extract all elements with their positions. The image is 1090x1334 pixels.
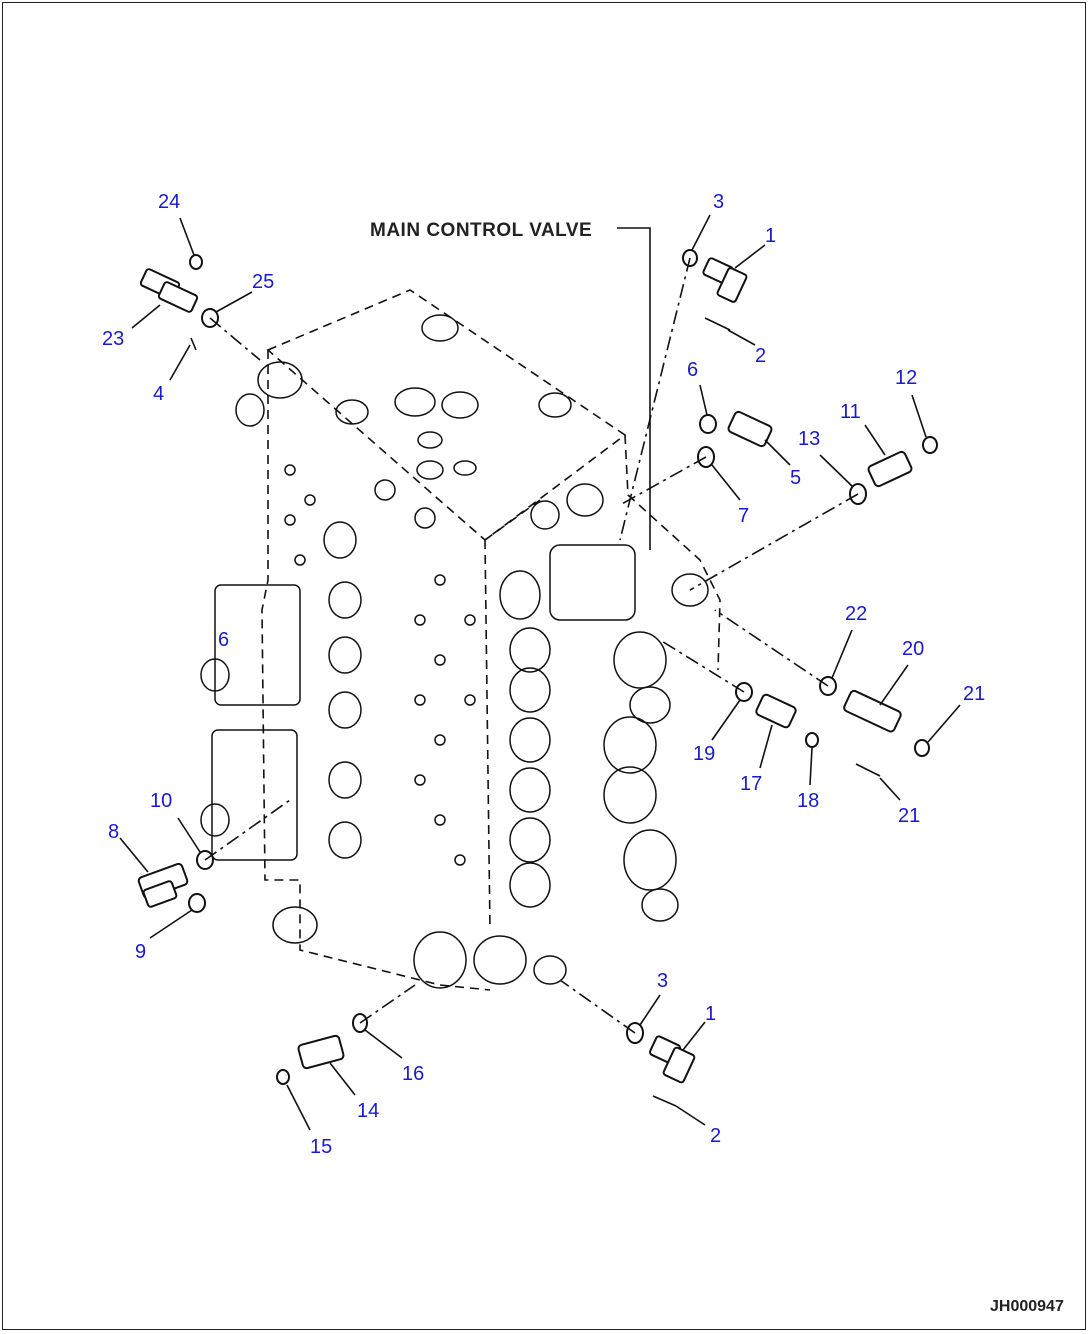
callout-13: 13: [798, 428, 820, 450]
callout-4: 4: [153, 383, 164, 405]
callout-9: 9: [135, 941, 146, 963]
part-5-elbow: [727, 410, 773, 448]
callout-8: 8: [108, 821, 119, 843]
part-8-tee-fitting: [137, 862, 189, 908]
part-23-tee-fitting: [139, 268, 199, 313]
callout-23: 23: [102, 328, 124, 350]
part-14-connector: [297, 1034, 345, 1070]
part-20-tee-fitting: [843, 689, 902, 733]
callout-2-top: 2: [755, 345, 766, 367]
part-6-oring: [699, 414, 717, 434]
callout-22: 22: [845, 603, 867, 625]
part-11-connector: [867, 450, 913, 488]
part-12-oring: [922, 436, 938, 454]
part-18-oring: [805, 732, 819, 748]
callout-7: 7: [738, 505, 749, 527]
diagram-title: MAIN CONTROL VALVE: [370, 220, 592, 241]
part-2-top-pin: [704, 317, 731, 331]
part-15-oring: [276, 1069, 290, 1085]
callout-14: 14: [357, 1100, 379, 1122]
callout-2-bottom: 2: [710, 1125, 721, 1147]
callout-1-top: 1: [765, 225, 776, 247]
assembly-lines: [204, 257, 859, 1034]
callout-17: 17: [740, 773, 762, 795]
callout-16: 16: [402, 1063, 424, 1085]
callout-19: 19: [693, 743, 715, 765]
callout-12: 12: [895, 367, 917, 389]
part-1-top-elbow: [702, 257, 748, 303]
title-leader-line: [617, 227, 651, 550]
callout-6: 6: [687, 359, 698, 381]
callout-11: 11: [840, 401, 861, 423]
callout-3-bottom: 3: [657, 970, 668, 992]
callout-leaders: [119, 214, 961, 1131]
part-1-bottom-elbow: [648, 1035, 696, 1084]
callout-21-oring: 21: [963, 683, 985, 705]
callout-labels: 3 1 2 24 25 23 4 6 5 7 12 11 13 6 22 20 …: [102, 191, 985, 1158]
callout-20: 20: [902, 638, 924, 660]
callout-3-top: 3: [713, 191, 724, 213]
part-4-pin: [190, 337, 197, 351]
reference-code: JH000947: [990, 1298, 1064, 1315]
callout-1-bottom: 1: [705, 1003, 716, 1025]
part-17-connector: [755, 693, 797, 729]
main-control-valve-body: [200, 289, 721, 991]
part-9-oring: [188, 893, 206, 913]
callout-24: 24: [158, 191, 180, 213]
part-2-bottom-pin: [652, 1095, 677, 1107]
callout-10: 10: [150, 790, 172, 812]
callout-6-body: 6: [218, 629, 229, 651]
part-24-oring: [189, 254, 203, 270]
callout-25: 25: [252, 271, 274, 293]
callout-21-pin: 21: [898, 805, 920, 827]
callout-5: 5: [790, 467, 801, 489]
part-21-pin: [855, 763, 881, 777]
callout-15: 15: [310, 1136, 332, 1158]
part-21-oring: [914, 739, 930, 757]
callout-18: 18: [797, 790, 819, 812]
